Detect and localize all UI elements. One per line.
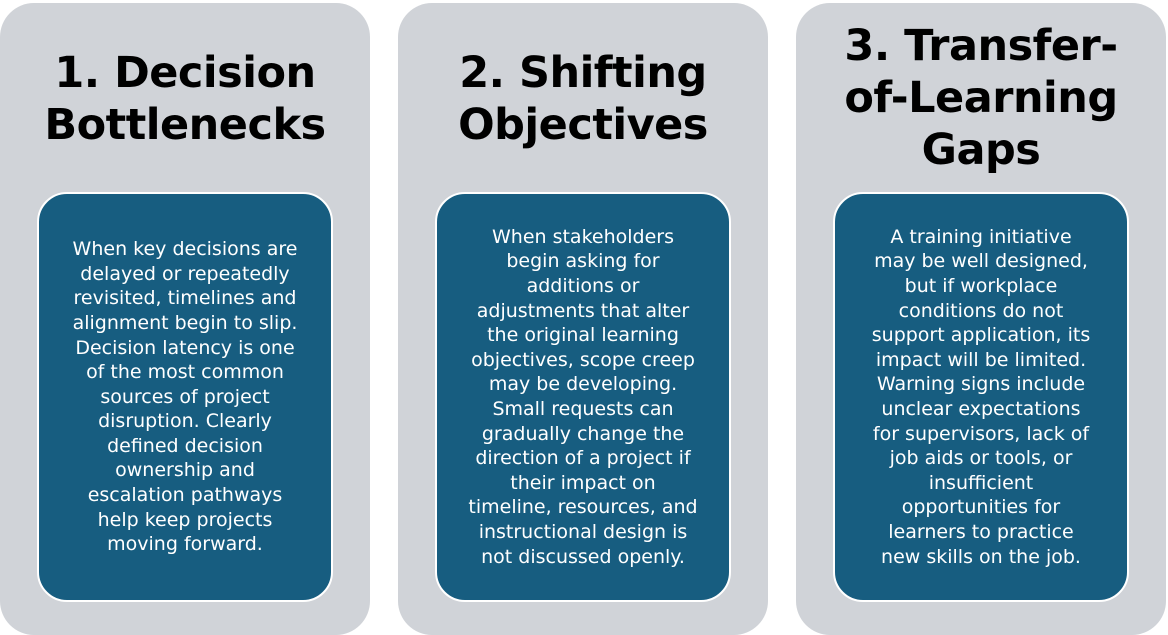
panel-description: When key decisions are delayed or repeat… [37,192,333,602]
text-line: gradually change the [481,422,685,445]
panel-transfer-of-learning-gaps: 3. Transfer- of-Learning Gaps A training… [796,3,1166,635]
text-line: new skills on the job. [881,545,1081,568]
title-line: Gaps [921,125,1041,175]
text-line: help keep projects [97,508,273,531]
text-line: disruption. Clearly [98,410,272,433]
panel-title: 3. Transfer- of-Learning Gaps [796,20,1166,176]
text-line: instructional design is [478,520,688,543]
panel-title: 1. Decision Bottlenecks [0,47,370,151]
text-line: insufficient [928,471,1034,494]
panel-title: 2. Shifting Objectives [398,47,768,151]
text-line: sources of project [100,385,270,408]
panel-description: A training initiative may be well design… [833,192,1129,602]
title-line: of-Learning [844,73,1118,123]
text-line: support application, its [871,324,1091,347]
text-line: direction of a project if [475,447,691,470]
text-line: ownership and [115,459,255,482]
text-line: learners to practice [888,520,1074,543]
text-line: but if workplace [904,275,1058,298]
text-line: may be well designed, [874,250,1088,273]
panel-shifting-objectives: 2. Shifting Objectives When stakeholders… [398,3,768,635]
title-line: 2. Shifting [459,48,707,98]
title-line: Objectives [458,100,708,150]
text-line: When stakeholders [491,225,674,248]
title-line: 3. Transfer- [844,21,1118,71]
text-line: impact will be limited. [875,348,1087,371]
text-line: defined decision [107,434,263,457]
text-line: the original learning [487,324,679,347]
text-line: for supervisors, lack of [872,422,1090,445]
panel-decision-bottlenecks: 1. Decision Bottlenecks When key decisio… [0,3,370,635]
text-line: Decision latency is one [75,336,295,359]
text-line: job aids or tools, or [889,447,1073,470]
text-line: escalation pathways [87,484,283,507]
text-line: unclear expectations [881,398,1081,420]
text-line: may be developing. [488,373,678,396]
text-line: moving forward. [107,533,263,556]
text-line: revisited, timelines and [73,287,297,310]
text-line: not discussed openly. [481,545,685,568]
panel-description: When stakeholders begin asking for addit… [435,192,731,602]
text-line: alignment begin to slip. [72,311,298,334]
text-line: When key decisions are [72,238,298,261]
text-line: timeline, resources, and [468,496,698,519]
text-line: objectives, scope creep [471,348,695,371]
text-line: additions or [526,275,640,298]
text-line: adjustments that alter [476,299,690,322]
text-line: Warning signs include [876,373,1086,396]
text-line: A training initiative [890,225,1072,248]
text-line: delayed or repeatedly [80,262,290,285]
text-line: opportunities for [901,496,1061,519]
title-line: Bottlenecks [44,100,326,150]
text-line: Small requests can [492,398,674,420]
title-line: 1. Decision [54,48,316,98]
text-line: conditions do not [898,299,1064,322]
text-line: begin asking for [506,250,660,273]
text-line: of the most common [86,361,284,384]
text-line: their impact on [510,471,656,494]
